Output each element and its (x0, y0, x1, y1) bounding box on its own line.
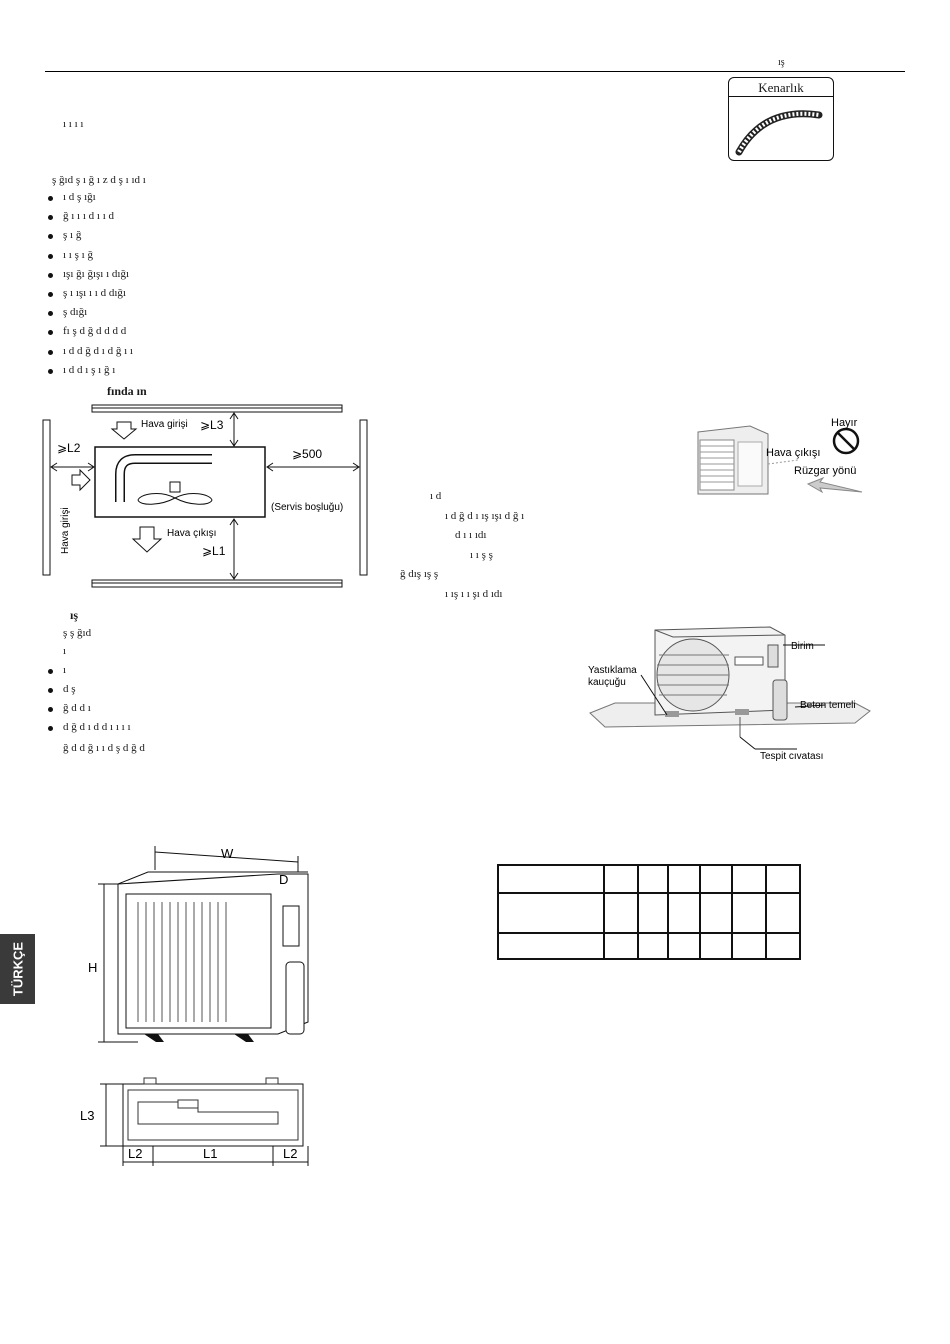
label-service-space: (Servis boşluğu) (271, 502, 343, 513)
intro-line-2: ş ğıd ş ı ğ ı z d ş ı ıd ı (52, 174, 146, 186)
list-item: ş dığı (63, 306, 88, 319)
table-row (497, 892, 801, 934)
bullet-dot (48, 193, 56, 201)
table-row (497, 932, 801, 960)
label-concrete: Beton temeli (800, 700, 856, 711)
label-rubber: Yastıklama (588, 665, 637, 676)
edging-label: Kenarlık (758, 80, 804, 95)
dimension-figure: W D H L3 L2 L1 L2 (80, 846, 309, 1166)
list-item: d ş (63, 683, 76, 695)
language-tab-label: TÜRKÇE (10, 941, 25, 997)
bullet-dot (48, 366, 56, 374)
label-500: ⩾500 (292, 447, 322, 461)
list-item: ışı ğı ğışı ı dığı (63, 267, 130, 280)
bullet-dot (48, 231, 56, 240)
intro-line-1: ı ı ı ı (63, 118, 84, 130)
wind-arrow-icon (806, 476, 863, 494)
bullet-dot (48, 347, 56, 355)
list-item: fı ş d ğ d d d d (63, 325, 127, 338)
install-line-2: ı (63, 645, 67, 657)
list-item: ğ ı ı ı d ı ı d (63, 210, 115, 223)
edging-box: Kenarlık (728, 77, 834, 161)
bullet-dot (48, 327, 56, 336)
bullet-dot (48, 308, 56, 317)
language-tab: TÜRKÇE (0, 934, 35, 1004)
dim-l2-right: L2 (283, 1146, 297, 1161)
dim-l1: L1 (203, 1146, 217, 1161)
dim-d: D (279, 872, 288, 887)
list-item: ı ı ş ı ğ (63, 248, 93, 261)
label-wind-air-outlet: Hava çıkışı (766, 447, 820, 459)
bullet-dot (48, 251, 56, 259)
list-item: ı d ş ığı (63, 191, 96, 203)
bullet-dot (48, 685, 56, 693)
install-line-1: ş ş ğıd (63, 627, 92, 639)
bullet-dot (48, 666, 56, 674)
label-air-inlet-top: Hava girişi (141, 419, 188, 430)
label-no: Hayır (831, 417, 858, 429)
label-rubber-2: kauçuğu (588, 677, 626, 688)
bullet-dot (48, 289, 56, 297)
bullet-dot (48, 212, 56, 221)
list-item: ı d d ğ d ı d ğ ı ı (63, 344, 133, 357)
dim-l2-left: L2 (128, 1146, 142, 1161)
label-unit: Birim (791, 641, 814, 652)
dim-l3: L3 (80, 1108, 94, 1123)
list-item: ş ı ğ (63, 229, 82, 242)
wind-text-line: ı ış ı ı şı d ıdı (445, 587, 503, 600)
wind-text-line: ğ dış ış ş (400, 568, 439, 580)
label-l1: ⩾L1 (202, 544, 226, 558)
clearance-title: fında ın (107, 384, 147, 398)
dim-w: W (221, 846, 234, 861)
dim-h: H (88, 960, 97, 975)
wind-text-line: ı d (430, 490, 442, 502)
list-item: ğ d d ı (63, 702, 91, 714)
label-bolt: Tespit cıvatası (760, 751, 823, 762)
bullet-dot (48, 723, 56, 731)
list-item: ş ı ışı ı ı d dığı (63, 287, 126, 299)
foundation-figure: Birim Yastıklama kauçuğu Beton temeli Te… (588, 626, 871, 762)
list-item: d ğ d ı d d ı ı ı ı (63, 721, 131, 733)
wind-text-line: ı d ğ d ı ış ışı d ğ ı (445, 509, 525, 522)
install-title: ış (70, 608, 79, 622)
bullet-dot (48, 270, 56, 278)
label-l3: ⩾L3 (200, 418, 224, 432)
clearance-diagram: Hava girişi ⩾L3 ⩾L2 ⩾500 (Servis boşluğu… (42, 404, 368, 588)
header-label: ış (778, 57, 785, 68)
bullet-dot (48, 704, 56, 712)
list-item: ı (63, 664, 67, 676)
wind-text-line: d ı ı ıdı (455, 529, 487, 541)
table-row (497, 864, 801, 894)
header-rule (45, 71, 905, 72)
no-symbol-icon (832, 427, 860, 455)
label-l2: ⩾L2 (57, 441, 81, 455)
outdoor-unit-icon (697, 425, 769, 495)
wind-text-line: ı ı ş ş (470, 548, 493, 561)
label-wind-direction: Rüzgar yönü (794, 465, 856, 477)
install-last-line: ğ d d ğ ı ı d ş d ğ d (63, 742, 145, 754)
dimension-table (497, 864, 801, 960)
wind-figure: Hayır Hava çıkışı Rüzgar yönü (697, 417, 863, 495)
label-air-inlet-side: Hava girişi (60, 507, 71, 554)
label-air-outlet: Hava çıkışı (167, 528, 216, 539)
list-item: ı d d ı ş ı ğ ı (63, 363, 116, 376)
edging-strip-icon (735, 110, 823, 156)
